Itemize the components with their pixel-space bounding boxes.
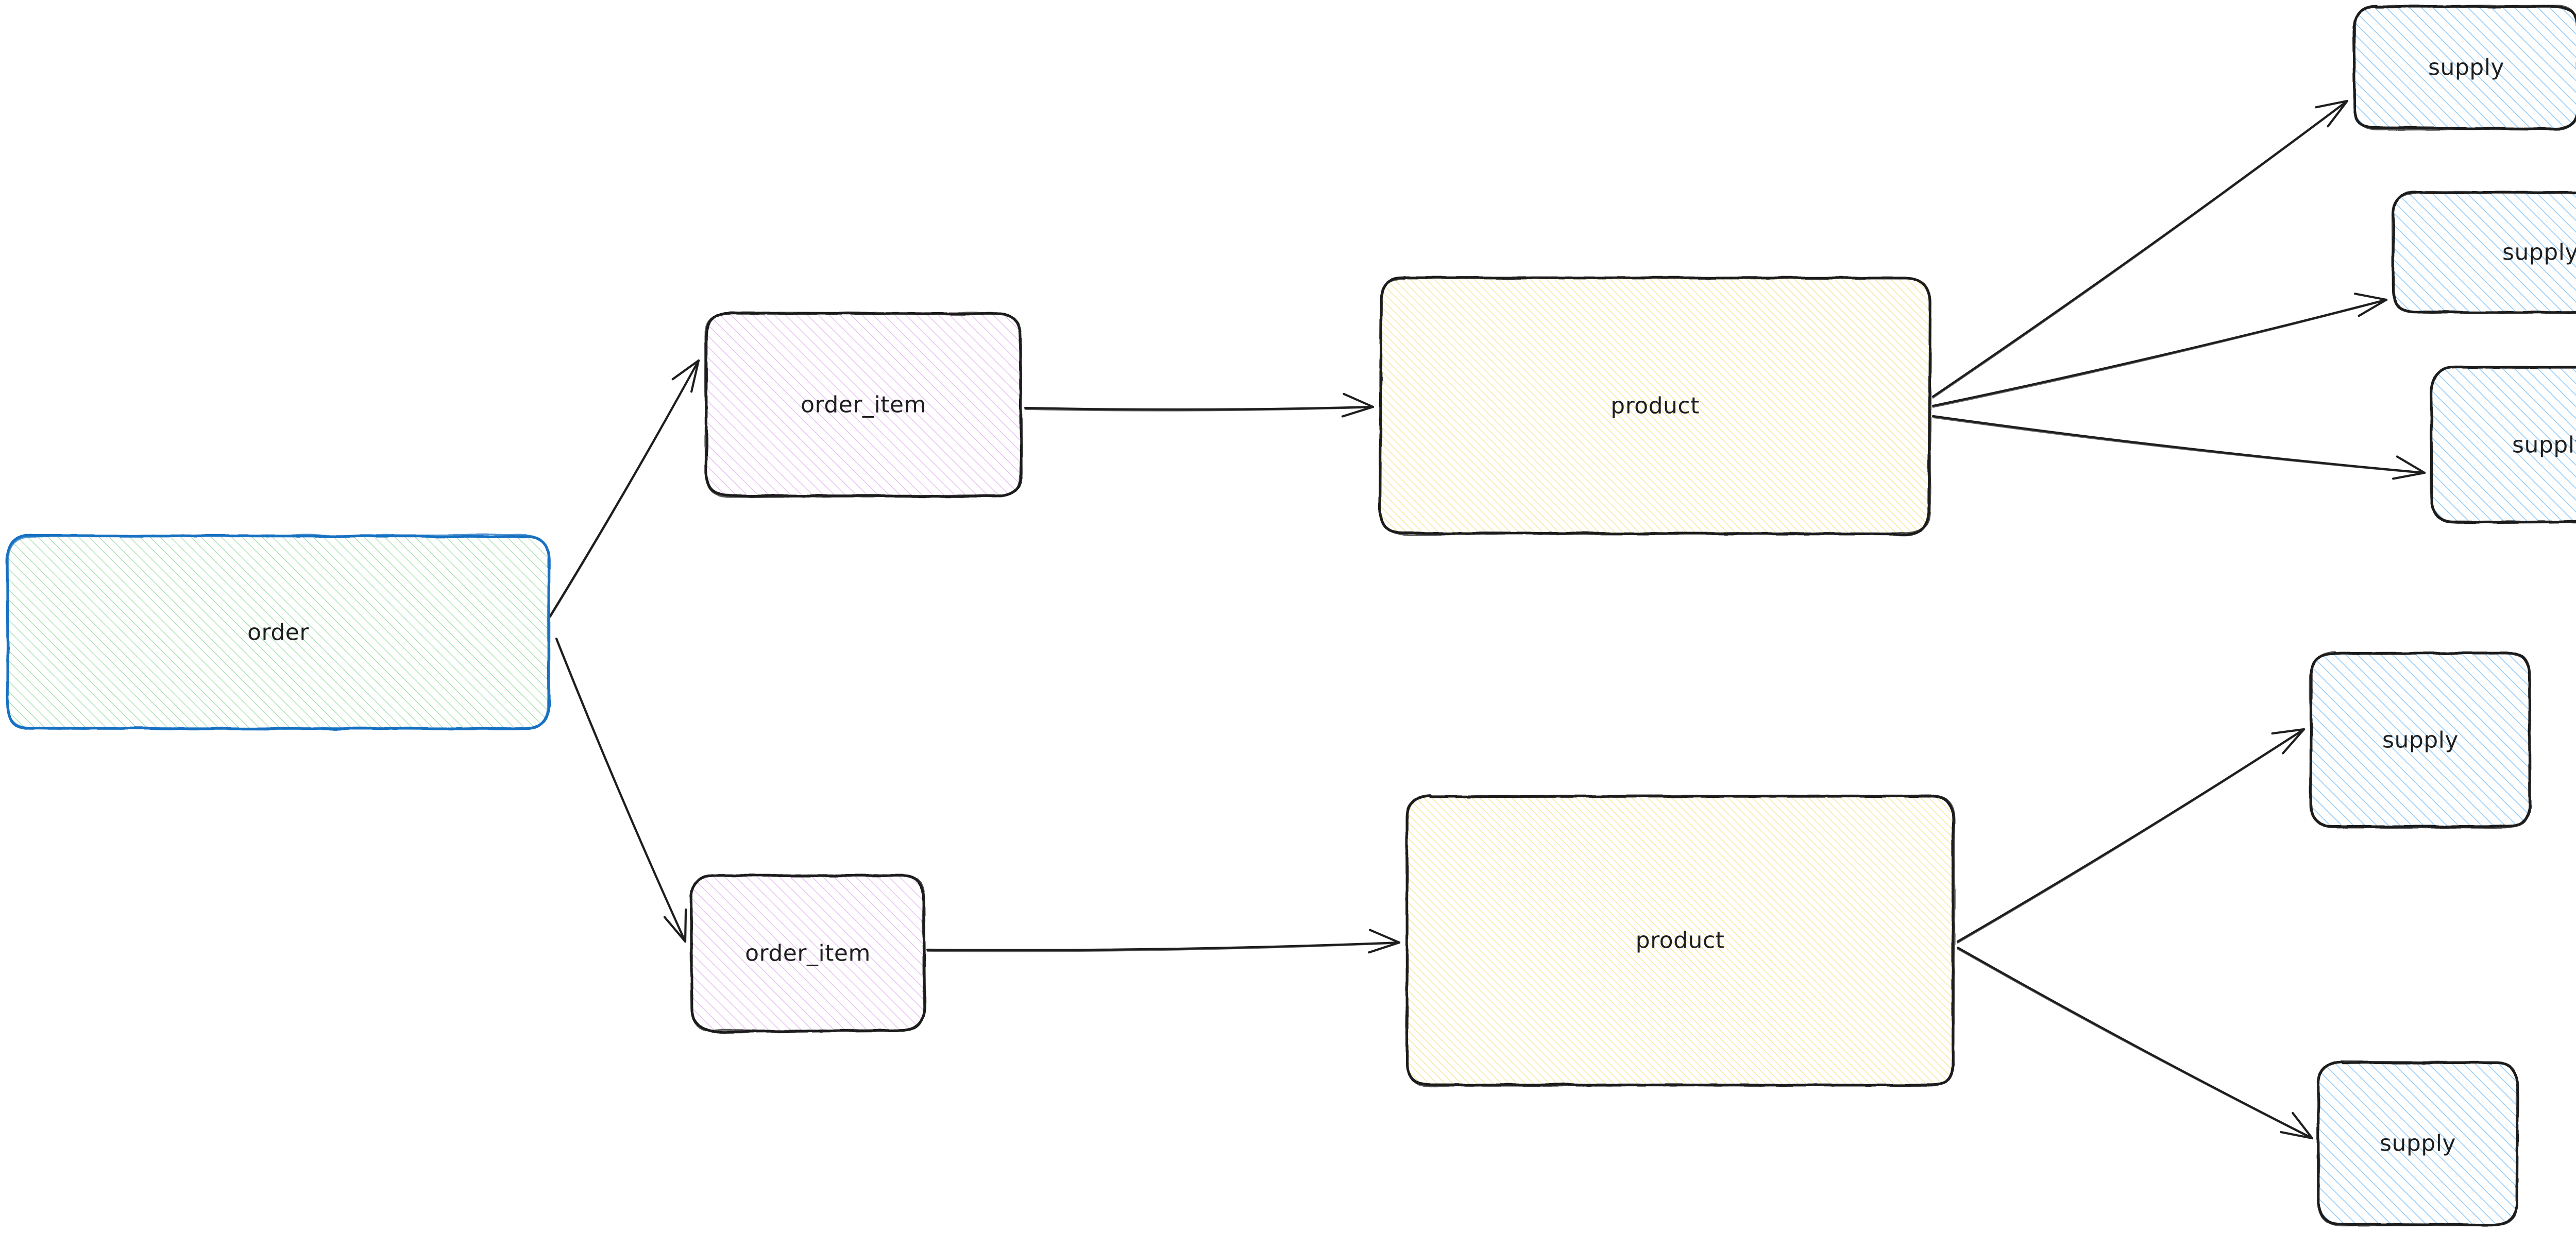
node-outline (2392, 191, 2576, 314)
edge-line (1932, 100, 2348, 399)
node-fill (1406, 796, 1954, 1085)
edge-line (549, 360, 700, 618)
edge-order-to-order_item_1[interactable] (549, 359, 700, 618)
edge-line (1932, 417, 2426, 474)
node-fill (8, 536, 549, 729)
edge-line (1931, 99, 2349, 398)
arrowhead-stroke-1 (2281, 728, 2306, 755)
node-supply_5[interactable] (2317, 1060, 2519, 1227)
arrowhead-stroke-0 (1343, 392, 1375, 408)
edge-line (1932, 299, 2387, 408)
edge-line (926, 941, 1401, 951)
arrowhead-stroke-0 (2315, 99, 2349, 109)
arrowhead-stroke-1 (663, 916, 687, 943)
arrowhead-stroke-1 (2358, 298, 2388, 317)
edge-product_1-to-supply_1[interactable] (1931, 99, 2349, 399)
node-fill (2354, 6, 2576, 129)
edge-product_1-to-supply_3[interactable] (1931, 415, 2426, 480)
edge-product_2-to-supply_4[interactable] (1956, 728, 2306, 944)
node-outline (704, 311, 1022, 498)
edge-line (1956, 946, 2314, 1140)
edge-line (1956, 728, 2306, 943)
node-outline (1405, 794, 1956, 1087)
node-supply_2[interactable] (2392, 191, 2576, 314)
arrowhead-stroke-0 (2396, 455, 2426, 474)
arrowhead-stroke-1 (1367, 941, 1401, 954)
node-order_item_2[interactable] (689, 874, 926, 1033)
node-fill (2311, 653, 2530, 827)
node-fill (2432, 368, 2576, 522)
node-outline (690, 874, 925, 1032)
node-order[interactable] (6, 534, 551, 730)
node-supply_4[interactable] (2309, 651, 2532, 829)
arrowhead-stroke-0 (684, 908, 687, 943)
node-fill (1381, 278, 1929, 534)
edge-line (555, 639, 686, 943)
arrowhead-stroke-1 (2392, 471, 2426, 480)
edge-line (555, 637, 687, 943)
node-outline (2309, 651, 2531, 829)
node-fill (2394, 193, 2576, 312)
arrowhead-stroke-0 (2292, 1111, 2314, 1140)
edge-line (549, 359, 700, 618)
edge-line (1957, 729, 2305, 944)
node-product_2[interactable] (1405, 794, 1956, 1087)
edge-line (1931, 298, 2388, 407)
arrowhead-stroke-1 (2280, 1131, 2314, 1140)
node-outline (2430, 366, 2576, 523)
arrowhead-stroke-1 (2327, 99, 2349, 128)
edge-product_2-to-supply_5[interactable] (1956, 946, 2314, 1140)
node-product_1[interactable] (1378, 276, 1932, 536)
arrowhead-stroke-0 (1368, 929, 1401, 944)
arrowhead-stroke-0 (2271, 728, 2306, 735)
edge-order_item_2-to-product_2[interactable] (926, 929, 1401, 954)
edge-line (1931, 415, 2426, 474)
node-fill (706, 313, 1021, 496)
arrowhead-stroke-1 (690, 359, 700, 393)
edge-product_1-to-supply_2[interactable] (1931, 293, 2388, 408)
edge-layer (549, 99, 2426, 1140)
node-order_item_1[interactable] (704, 311, 1023, 498)
node-fill (691, 876, 924, 1031)
edge-line (1024, 405, 1375, 411)
node-supply_1[interactable] (2352, 4, 2576, 131)
edge-line (926, 942, 1400, 952)
node-outline (6, 534, 550, 730)
arrowhead-stroke-0 (671, 359, 700, 381)
arrowhead-stroke-1 (1341, 405, 1375, 418)
edge-line (1024, 406, 1374, 412)
node-outline (2317, 1060, 2519, 1227)
edge-order_item_1-to-product_1[interactable] (1024, 392, 1375, 418)
node-layer (6, 4, 2576, 1227)
node-supply_3[interactable] (2430, 366, 2576, 524)
node-fill (2318, 1062, 2517, 1225)
edge-order-to-order_item_2[interactable] (555, 637, 687, 943)
node-outline (1379, 277, 1931, 536)
edge-line (1957, 948, 2313, 1140)
arrowhead-stroke-0 (2354, 293, 2388, 301)
